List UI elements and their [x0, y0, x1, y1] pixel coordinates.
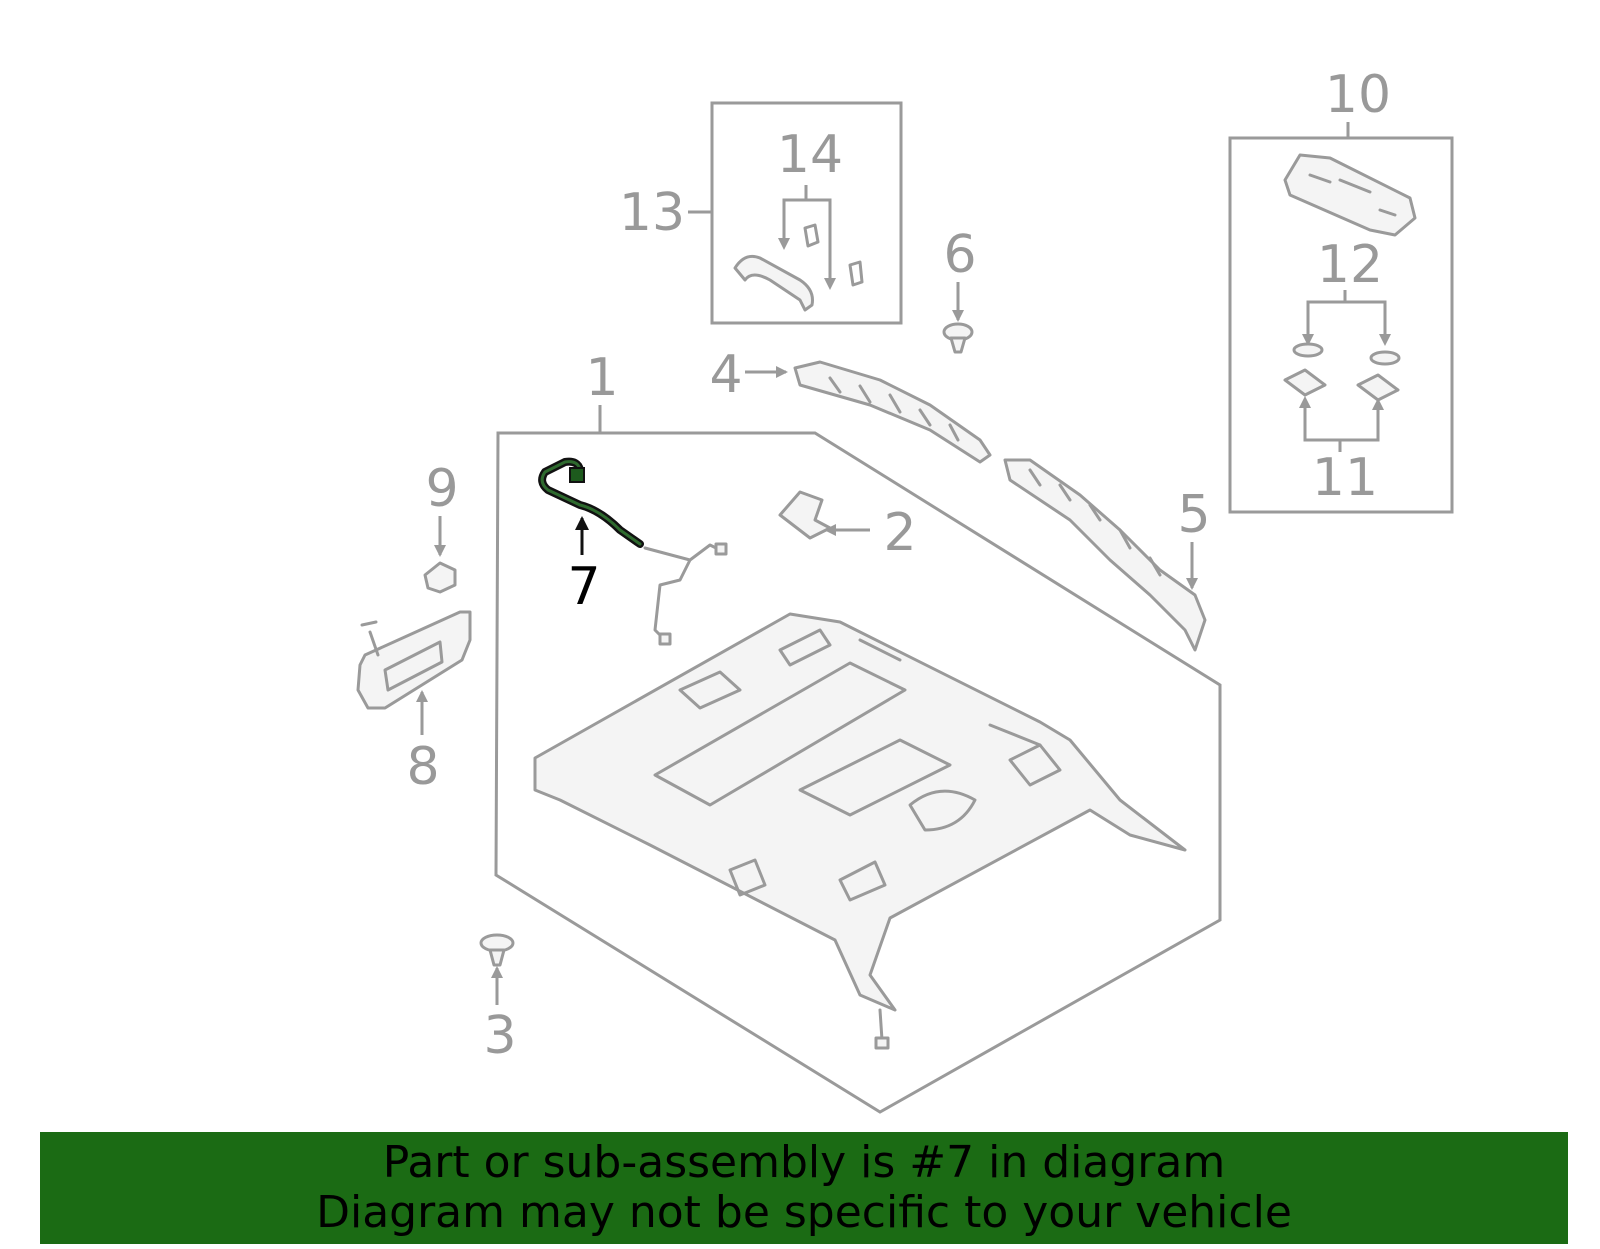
clip-part-9[interactable]: [423, 516, 457, 594]
sun-visor-part-8[interactable]: [356, 610, 472, 735]
fastener-part-3[interactable]: [479, 933, 515, 1005]
callout-11: 11: [1312, 448, 1378, 508]
fastener-part-6[interactable]: [942, 282, 974, 354]
callout-1: 1: [585, 348, 618, 408]
rail-part-5[interactable]: [1003, 458, 1207, 652]
callout-13: 13: [619, 183, 685, 243]
headliner-frame: [494, 405, 1222, 1114]
info-banner: Part or sub-assembly is #7 in diagram Di…: [40, 1132, 1568, 1244]
headliner-part[interactable]: [533, 612, 1187, 1050]
callout-12: 12: [1317, 235, 1383, 295]
dome-lamp-box: [1228, 122, 1454, 514]
callout-5: 5: [1177, 485, 1210, 545]
callout-6: 6: [943, 225, 976, 285]
callout-8: 8: [406, 737, 439, 797]
callout-3: 3: [483, 1006, 516, 1066]
wire-harness-part-7[interactable]: [538, 457, 644, 555]
banner-line-1: Part or sub-assembly is #7 in diagram: [382, 1137, 1226, 1188]
callout-9: 9: [425, 459, 458, 519]
grab-handle-box: [688, 101, 903, 325]
wire-lead: [643, 542, 728, 646]
banner-line-2: Diagram may not be specific to your vehi…: [316, 1187, 1292, 1238]
callout-4: 4: [709, 345, 742, 405]
callout-14: 14: [777, 125, 843, 185]
callout-7: 7: [567, 557, 600, 617]
callout-2: 2: [883, 503, 916, 563]
callout-10: 10: [1325, 65, 1391, 125]
clip-part-2[interactable]: [778, 490, 870, 540]
rail-part-4[interactable]: [745, 360, 992, 464]
